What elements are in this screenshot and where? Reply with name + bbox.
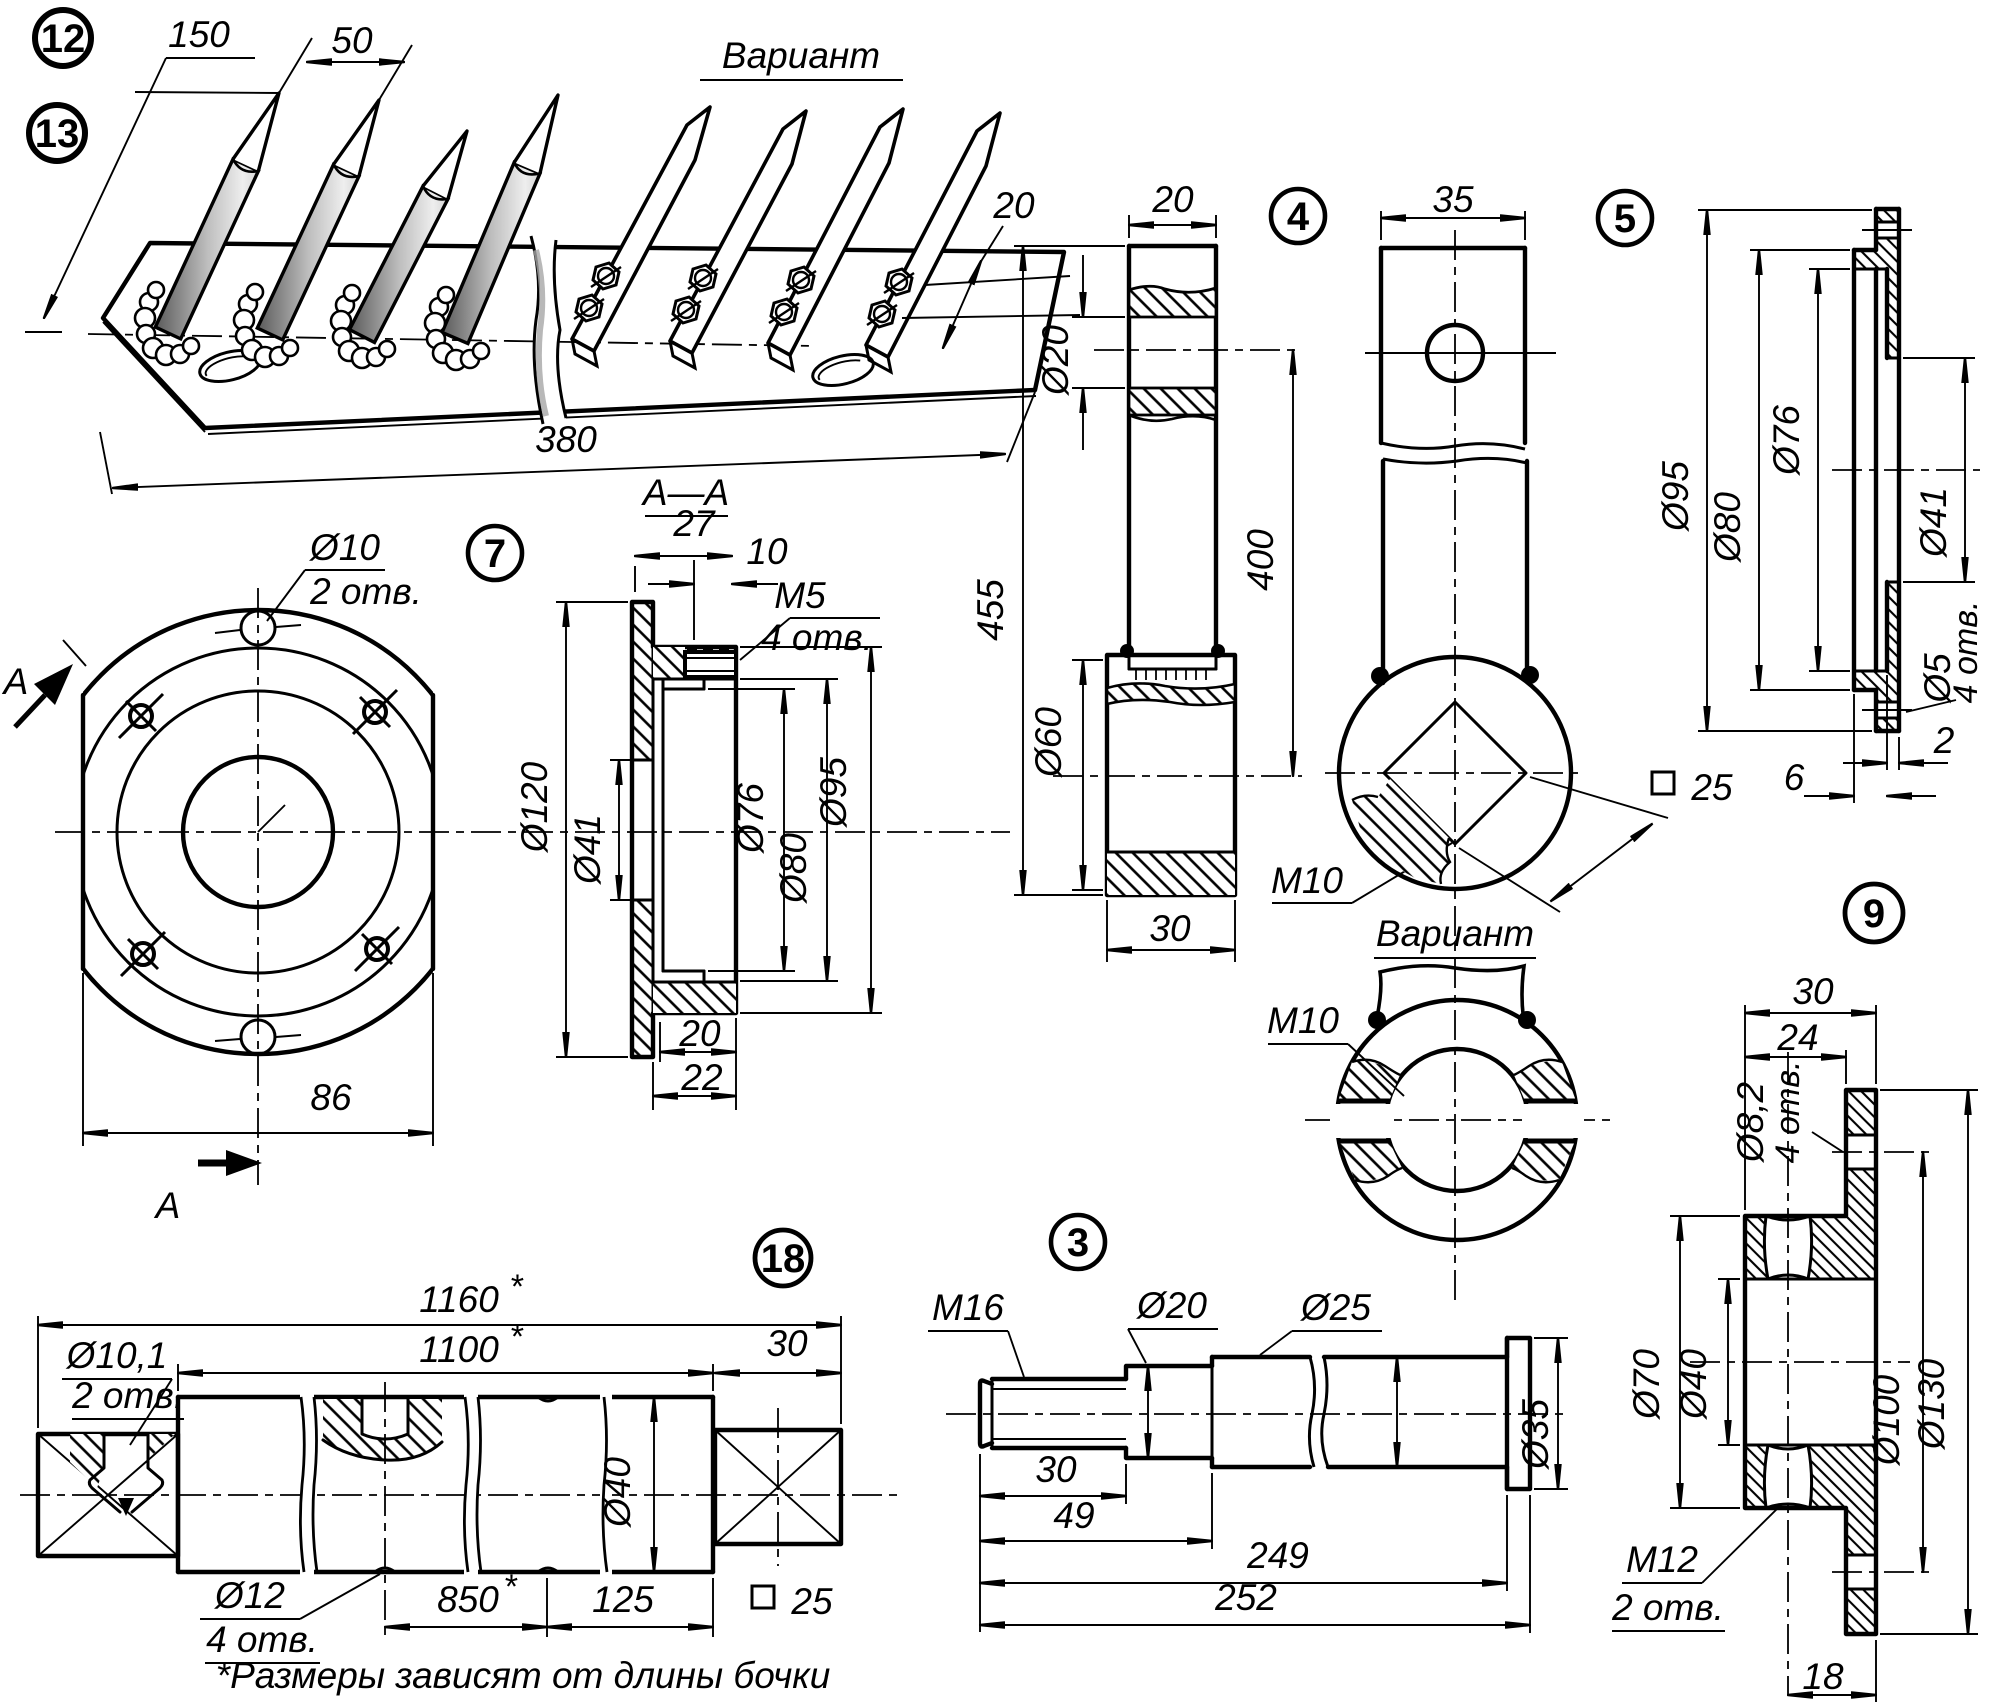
svg-text:Ø10: Ø10 (308, 527, 380, 568)
svg-text:30: 30 (1792, 971, 1834, 1012)
svg-text:18: 18 (1802, 1656, 1844, 1697)
svg-text:Ø40: Ø40 (1673, 1349, 1714, 1421)
svg-text:*Размеры зависят от длины бочк: *Размеры зависят от длины бочки (216, 1655, 831, 1696)
svg-text:4 отв.: 4 отв. (1947, 601, 1985, 704)
svg-text:Вариант: Вариант (1376, 913, 1534, 954)
svg-text:Ø5: Ø5 (1917, 653, 1958, 705)
svg-text:3: 3 (1067, 1221, 1089, 1265)
svg-text:249: 249 (1246, 1535, 1309, 1576)
svg-text:24: 24 (1776, 1017, 1818, 1058)
svg-text:25: 25 (790, 1581, 833, 1622)
svg-text:M12: M12 (1626, 1539, 1698, 1580)
svg-text:455: 455 (970, 579, 1011, 641)
svg-text:27: 27 (672, 503, 716, 544)
svg-text:30: 30 (766, 1323, 808, 1364)
svg-text:2 отв.: 2 отв. (71, 1375, 184, 1416)
svg-text:22: 22 (680, 1057, 723, 1098)
svg-text:1160: 1160 (419, 1279, 499, 1320)
svg-text:Ø35: Ø35 (1515, 1399, 1556, 1471)
svg-text:Ø80: Ø80 (1707, 492, 1748, 564)
svg-text:А—А: А—А (641, 472, 729, 513)
svg-text:*: * (509, 1268, 524, 1306)
svg-text:Ø10,1: Ø10,1 (65, 1335, 168, 1376)
svg-text:30: 30 (1149, 908, 1191, 949)
svg-text:2 отв.: 2 отв. (1611, 1587, 1724, 1628)
svg-text:A: A (154, 1185, 181, 1226)
svg-text:M5: M5 (774, 575, 826, 616)
svg-text:Ø20: Ø20 (1035, 325, 1076, 397)
svg-text:Ø41: Ø41 (1913, 487, 1954, 559)
svg-text:25: 25 (1690, 767, 1733, 808)
svg-text:Ø41: Ø41 (567, 814, 608, 886)
svg-text:Ø100: Ø100 (1866, 1374, 1907, 1467)
svg-text:125: 125 (592, 1579, 654, 1620)
svg-text:*: * (509, 1318, 524, 1356)
svg-text:400: 400 (1240, 529, 1281, 591)
svg-text:Ø12: Ø12 (213, 1575, 285, 1616)
svg-text:6: 6 (1784, 757, 1805, 798)
svg-text:Ø80: Ø80 (773, 833, 814, 905)
svg-text:13: 13 (35, 112, 80, 156)
svg-text:Ø25: Ø25 (1299, 1287, 1371, 1328)
svg-text:49: 49 (1053, 1495, 1094, 1536)
svg-text:Ø95: Ø95 (813, 757, 854, 829)
svg-text:4 отв.: 4 отв. (206, 1619, 318, 1660)
svg-text:M10: M10 (1267, 1000, 1339, 1041)
svg-text:12: 12 (41, 17, 86, 61)
svg-text:Ø40: Ø40 (597, 1457, 638, 1529)
svg-text:30: 30 (1035, 1449, 1077, 1490)
svg-text:86: 86 (310, 1077, 352, 1118)
svg-text:20: 20 (992, 185, 1035, 226)
svg-text:4 отв.: 4 отв. (761, 617, 873, 658)
svg-text:4: 4 (1287, 195, 1310, 239)
svg-text:Ø76: Ø76 (1766, 405, 1807, 477)
svg-text:*: * (503, 1568, 518, 1606)
svg-text:5: 5 (1614, 197, 1636, 241)
svg-text:Ø120: Ø120 (514, 761, 555, 854)
svg-text:Ø20: Ø20 (1135, 1285, 1207, 1326)
svg-text:850: 850 (437, 1579, 499, 1620)
svg-text:380: 380 (535, 419, 597, 460)
svg-text:Ø70: Ø70 (1626, 1349, 1667, 1421)
svg-text:1100: 1100 (419, 1329, 499, 1370)
svg-text:9: 9 (1863, 892, 1885, 936)
svg-text:M10: M10 (1271, 860, 1343, 901)
svg-text:Ø95: Ø95 (1655, 461, 1696, 533)
svg-text:4 отв.: 4 отв. (1769, 1061, 1807, 1164)
svg-text:A: A (2, 661, 29, 702)
svg-text:20: 20 (678, 1013, 721, 1054)
svg-text:35: 35 (1432, 179, 1474, 220)
svg-text:150: 150 (168, 14, 230, 55)
svg-text:M16: M16 (932, 1287, 1004, 1328)
svg-text:Ø76: Ø76 (730, 783, 771, 855)
svg-text:Ø60: Ø60 (1028, 707, 1069, 779)
svg-text:Ø130: Ø130 (1911, 1358, 1952, 1451)
svg-text:7: 7 (484, 532, 506, 576)
svg-text:18: 18 (761, 1237, 806, 1281)
svg-text:2: 2 (1933, 720, 1955, 761)
svg-text:Вариант: Вариант (722, 35, 880, 76)
svg-text:10: 10 (746, 531, 788, 572)
svg-text:2 отв.: 2 отв. (309, 571, 422, 612)
svg-text:50: 50 (331, 20, 373, 61)
svg-text:252: 252 (1214, 1577, 1277, 1618)
svg-text:20: 20 (1151, 179, 1194, 220)
svg-text:Ø8,2: Ø8,2 (1730, 1081, 1771, 1164)
